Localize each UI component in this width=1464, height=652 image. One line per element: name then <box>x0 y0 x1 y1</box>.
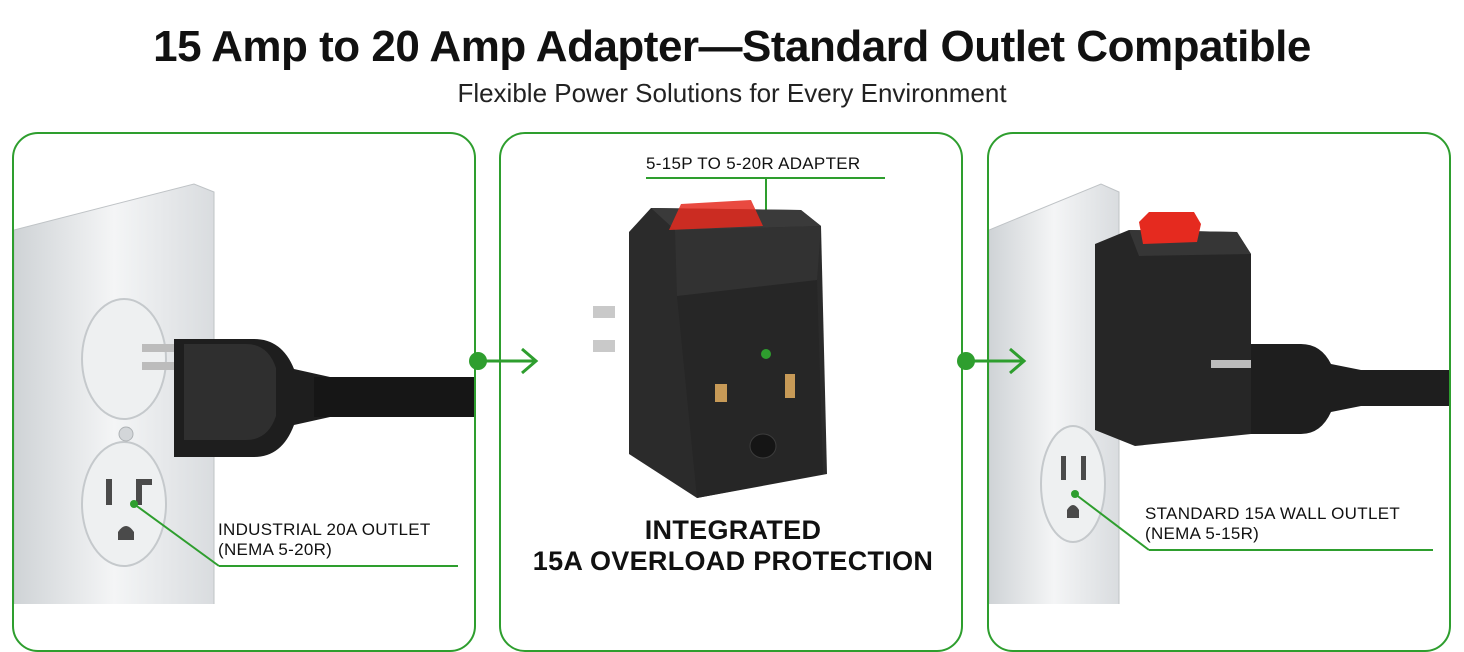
page-title: 15 Amp to 20 Amp Adapter—Standard Outlet… <box>153 22 1311 71</box>
arrow-right-icon <box>957 347 1027 375</box>
arrow-right-icon <box>469 347 539 375</box>
panel-adapter: 5-15P TO 5-20R ADAPTER INTEGRATED 15A OV… <box>499 132 963 652</box>
page-subtitle: Flexible Power Solutions for Every Envir… <box>457 78 1007 108</box>
wall-outlet-15a-illustration <box>989 183 1449 604</box>
panel-standard-outlet: STANDARD 15A WALL OUTLET (NEMA 5-15R) <box>987 132 1451 652</box>
switch-icon <box>1139 212 1201 244</box>
standard-outlet-label: STANDARD 15A WALL OUTLET (NEMA 5-15R) <box>1145 504 1401 543</box>
wall-outlet-20a-illustration <box>14 183 474 604</box>
adapter-illustration <box>593 177 885 498</box>
industrial-outlet-label: INDUSTRIAL 20A OUTLET (NEMA 5-20R) <box>218 520 431 559</box>
overload-protection-label: INTEGRATED 15A OVERLOAD PROTECTION <box>532 515 934 576</box>
panel-industrial-outlet: INDUSTRIAL 20A OUTLET (NEMA 5-20R) <box>12 132 476 652</box>
adapter-top-label: 5-15P TO 5-20R ADAPTER <box>646 154 861 173</box>
switch-icon <box>669 200 763 230</box>
